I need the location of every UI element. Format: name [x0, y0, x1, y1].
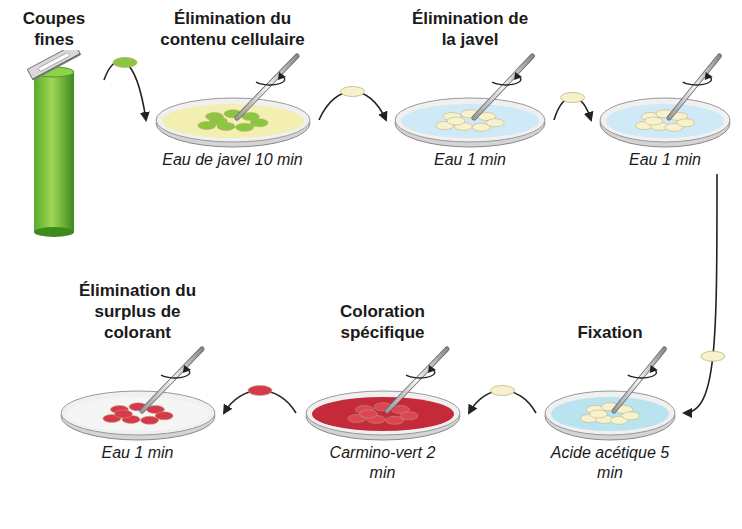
tissue-slice — [561, 93, 585, 103]
step-title: Élimination du contenu cellulaire — [153, 8, 313, 50]
petri-dish: Coloration spécifiqueCarmino-vert 2 min — [300, 301, 465, 483]
step-condition: Eau de javel 10 min — [153, 150, 313, 170]
step-condition: Eau 1 min — [600, 150, 730, 170]
step-condition: Carmino-vert 2 min — [318, 443, 448, 483]
dish-illustration — [542, 343, 678, 443]
plant-stem: Coupes fines — [8, 8, 100, 240]
flow-arrow — [684, 174, 717, 413]
step-condition: Eau 1 min — [405, 150, 535, 170]
step-title: Élimination du surplus de colorant — [68, 280, 208, 343]
tissue-slice — [491, 386, 515, 396]
petri-dish: Élimination de la javelEau 1 min — [390, 8, 550, 170]
step-title: Fixation — [545, 322, 675, 343]
petri-dish: Élimination du contenu cellulaireEau de … — [150, 8, 315, 170]
dish-illustration — [392, 50, 548, 150]
step-condition: Acide acétique 5 min — [545, 443, 675, 483]
petri-dish: FixationAcide acétique 5 min — [540, 322, 680, 483]
tissue-slice — [701, 351, 725, 361]
step-condition: Eau 1 min — [68, 443, 208, 463]
tissue-slice — [248, 386, 272, 396]
tissue-slice — [341, 87, 365, 97]
petri-dish: Eau 1 min — [595, 50, 735, 170]
step-title: Élimination de la javel — [405, 8, 535, 50]
dish-illustration — [58, 343, 218, 443]
step-title: Coupes fines — [14, 8, 94, 50]
petri-dish: Élimination du surplus de colorantEau 1 … — [55, 280, 220, 463]
dish-illustration — [597, 50, 733, 150]
dish-illustration — [153, 50, 313, 150]
stem-illustration — [19, 50, 89, 240]
dish-illustration — [303, 343, 463, 443]
tissue-slice — [113, 58, 137, 68]
step-title: Coloration spécifique — [318, 301, 448, 343]
flow-arrow — [104, 61, 146, 120]
